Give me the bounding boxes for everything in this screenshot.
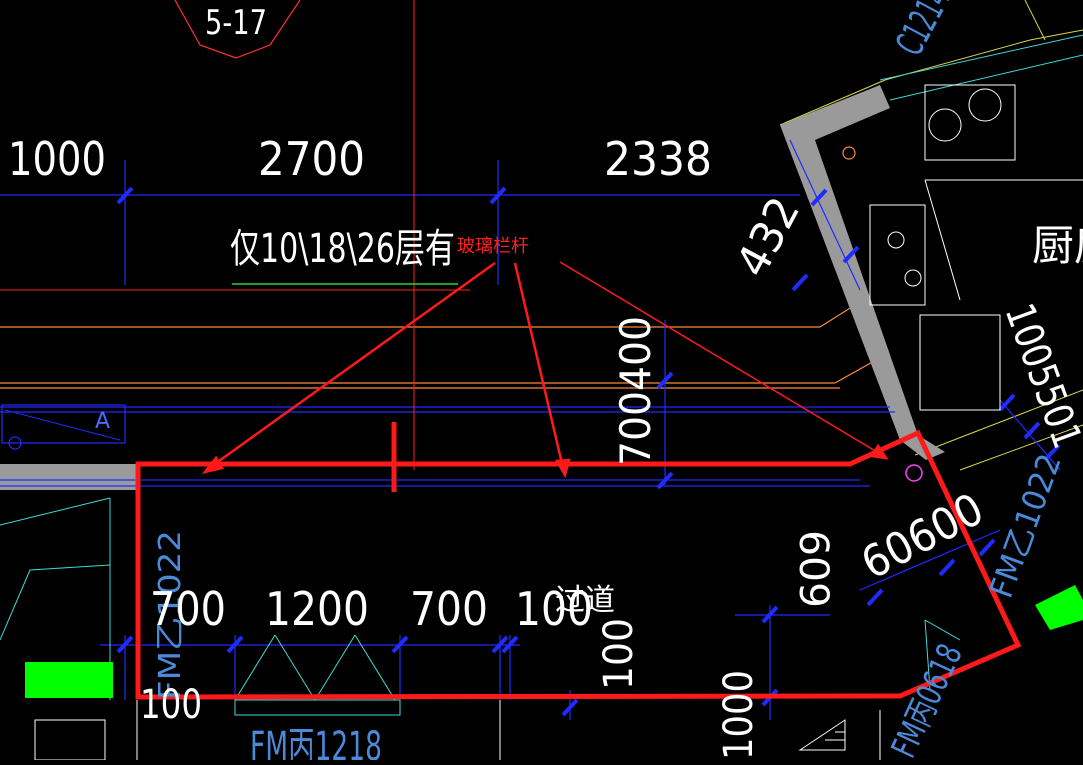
stair-symbol xyxy=(798,719,846,751)
dimension-700400: 700400 xyxy=(611,316,660,466)
dimension-2700: 2700 xyxy=(258,132,365,186)
corridor-highlight-outline xyxy=(135,429,1022,700)
dimension-1000: 1000 xyxy=(8,132,106,186)
sink-outline xyxy=(924,84,1016,161)
door-tag-left: FM乙1022 xyxy=(153,530,188,700)
room-corridor: 过道 xyxy=(555,583,615,618)
door-tag-right: FM乙1022 xyxy=(982,449,1069,603)
dimension-bottom-vertical: 1000 xyxy=(716,670,762,760)
tag-circle xyxy=(8,436,22,450)
window-tag: C1214 xyxy=(887,0,959,62)
dimension-vertical-100: 100 xyxy=(596,618,642,690)
axis-label: 5-17 xyxy=(205,3,267,43)
wall-segment-kitchen xyxy=(780,85,945,460)
stove-burners xyxy=(887,88,1002,287)
door-tag-bottom-right: FM丙0618 xyxy=(884,638,971,760)
green-blocks xyxy=(25,585,1083,698)
white-lines xyxy=(34,84,1083,761)
annotation-arrows xyxy=(201,261,889,479)
dimension-60600: 60600 xyxy=(853,484,992,590)
dimension-2338: 2338 xyxy=(604,132,712,186)
text-labels: 5-17 1000 2700 2338 仅10\18\26层有 玻璃栏杆 432… xyxy=(8,0,1083,765)
red-axis-lines xyxy=(0,0,470,470)
dimension-609: 609 xyxy=(790,530,836,608)
dimension-432: 432 xyxy=(727,189,811,285)
dimension-bottom-100: 100 xyxy=(515,582,593,636)
dimension-bottom-700-a: 700 xyxy=(150,582,226,636)
dimension-left-small: 100 xyxy=(140,682,202,728)
glass-railing-annotation: 玻璃栏杆 xyxy=(457,236,529,257)
tag-a: A xyxy=(95,409,110,434)
room-kitchen: 厨房 xyxy=(1032,221,1083,270)
dimension-right-vertical: 1005501 xyxy=(996,298,1083,455)
note-floors: 仅10\18\26层有 xyxy=(230,226,455,272)
orange-lines xyxy=(0,304,886,389)
dimension-bottom-1200: 1200 xyxy=(265,582,369,636)
grey-walls xyxy=(0,85,945,490)
stove-outline xyxy=(869,204,926,306)
dimension-ticks xyxy=(116,186,1061,717)
dimension-bottom-700-b: 700 xyxy=(410,582,488,636)
fixture-outline xyxy=(919,314,1001,411)
drain-symbol xyxy=(905,464,923,482)
column-marker xyxy=(842,146,856,160)
door-tag-bottom-left: FM丙1218 xyxy=(250,724,382,760)
